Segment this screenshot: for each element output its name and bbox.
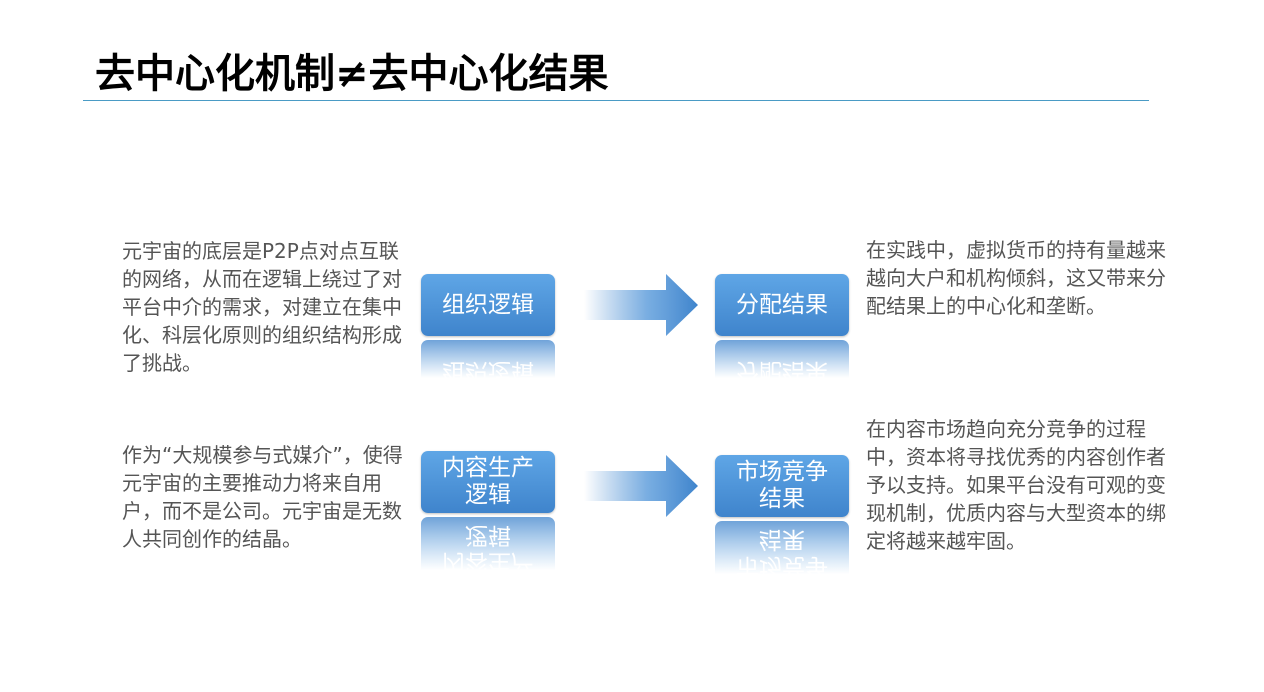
row1-left-text: 元宇宙的底层是P2P点对点互联的网络，从而在逻辑上绕过了对平台中介的需求，对建立… <box>122 239 402 375</box>
row1-box2-reflection-label: 分配结果 <box>736 358 828 381</box>
row2-box1-reflection-label: 内容生产逻辑 <box>442 522 534 573</box>
row1-box-distribution-result: 分配结果 <box>715 274 849 336</box>
row2-box2-reflection-label: 市场竞争结果 <box>736 526 828 577</box>
row2-box1-reflection: 内容生产逻辑 <box>421 517 555 573</box>
row2-box-market-competition-result: 市场竞争结果 <box>715 455 849 517</box>
row2-right-text: 在内容市场趋向充分竞争的过程中，资本将寻找优秀的内容创作者予以支持。如果平台没有… <box>866 417 1166 553</box>
row1-box2-reflection: 分配结果 <box>715 340 849 380</box>
row1-box1-label: 组织逻辑 <box>442 291 534 318</box>
row2-box2-label: 市场竞争结果 <box>736 459 828 512</box>
row1-arrow-icon <box>584 274 698 336</box>
row1-box2-label: 分配结果 <box>736 291 828 318</box>
slide-title: 去中心化机制≠去中心化结果 <box>95 51 609 97</box>
row2-left-text: 作为“大规模参与式媒介”，使得元宇宙的主要推动力将来自用户，而不是公司。元宇宙是… <box>122 443 403 551</box>
row1-box1-reflection-label: 组织逻辑 <box>442 358 534 381</box>
row2-box-content-production-logic: 内容生产逻辑 <box>421 451 555 513</box>
row1-box-organization-logic: 组织逻辑 <box>421 274 555 336</box>
row2-arrow-icon <box>584 455 698 517</box>
row1-right-text: 在实践中，虚拟货币的持有量越来越向大户和机构倾斜，这又带来分配结果上的中心化和垄… <box>866 238 1166 318</box>
title-underline <box>83 100 1149 101</box>
row2-box1-label: 内容生产逻辑 <box>442 455 534 508</box>
row2-box2-reflection: 市场竞争结果 <box>715 521 849 577</box>
row1-box1-reflection: 组织逻辑 <box>421 340 555 380</box>
